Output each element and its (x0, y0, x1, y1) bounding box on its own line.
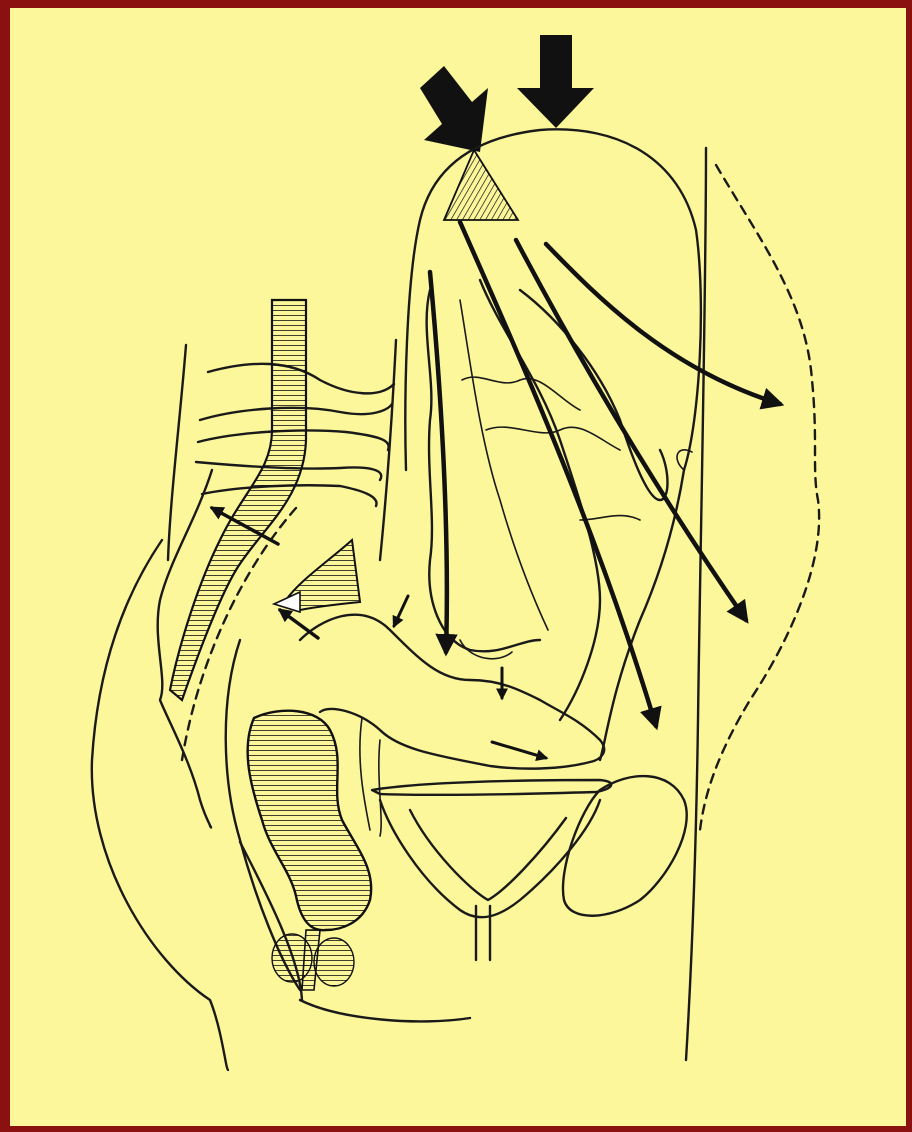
bladder (372, 780, 611, 960)
sigmoid-colon (300, 615, 604, 836)
hatched-ligament (274, 540, 360, 612)
pubic-bone (563, 776, 687, 916)
aorta (170, 300, 306, 700)
large-force-arrow-vertical (517, 35, 594, 128)
large-force-arrow-diagonal (420, 66, 488, 152)
rectum (248, 711, 372, 990)
